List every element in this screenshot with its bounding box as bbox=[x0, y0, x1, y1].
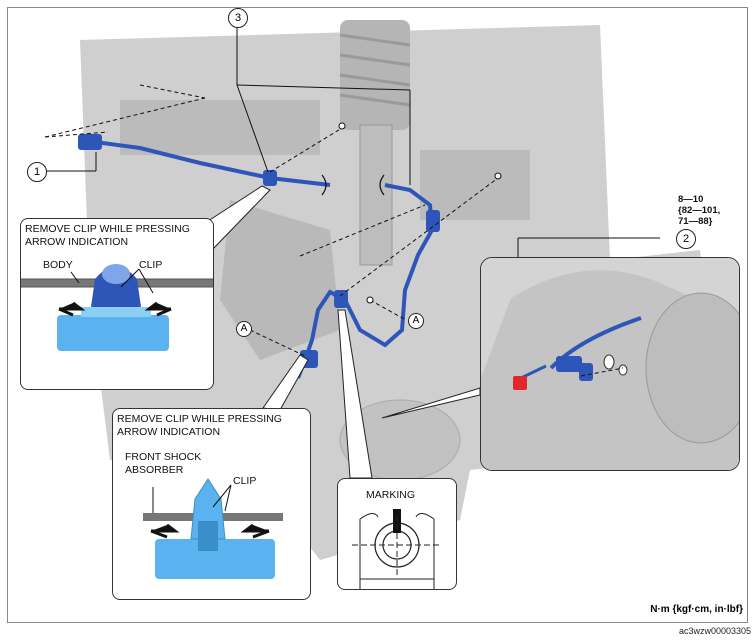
shock-label-2: ABSORBER bbox=[125, 464, 184, 476]
harness-clip-mid bbox=[334, 290, 348, 308]
unit-legend: N·m {kgf·cm, in·lbf} bbox=[650, 604, 743, 615]
inset-body-clip: REMOVE CLIP WHILE PRESSING ARROW INDICAT… bbox=[20, 218, 214, 390]
torque-nm: 8—10 bbox=[678, 194, 704, 205]
shock-absorber bbox=[359, 124, 393, 266]
shock-label-1: FRONT SHOCK bbox=[125, 451, 202, 463]
clip-label-shock: CLIP bbox=[233, 475, 257, 487]
clip-label-body: CLIP bbox=[139, 259, 163, 271]
torque-spec: 8—10 {82—101, 71—88} bbox=[678, 194, 720, 227]
inset-shock-title-1: REMOVE CLIP WHILE PRESSING bbox=[117, 413, 282, 425]
body-label: BODY bbox=[43, 259, 73, 271]
callout-1: 1 bbox=[27, 162, 47, 182]
reference-a-right: A bbox=[408, 313, 424, 329]
torque-inlbf: 71—88} bbox=[678, 216, 713, 227]
abs-harness-upper bbox=[79, 138, 331, 187]
inset-body-title-1: REMOVE CLIP WHILE PRESSING bbox=[25, 223, 190, 235]
connector-1 bbox=[78, 134, 102, 150]
inset-body-title-2: ARROW INDICATION bbox=[25, 236, 129, 248]
inset-marking: MARKING bbox=[337, 478, 457, 590]
harness-clip-upper bbox=[426, 210, 440, 232]
inset-shock-clip: REMOVE CLIP WHILE PRESSING ARROW INDICAT… bbox=[112, 408, 311, 600]
marking-label: MARKING bbox=[366, 489, 416, 501]
knuckle-bracket bbox=[220, 200, 340, 360]
figure-id: ac3wzw00003305 bbox=[678, 626, 751, 636]
harness-clip-body bbox=[263, 170, 277, 186]
callout-2: 2 bbox=[676, 229, 696, 249]
torque-kgfcm: {82—101, bbox=[678, 205, 721, 216]
knuckle-area bbox=[420, 150, 530, 220]
callout-3: 3 bbox=[228, 8, 248, 28]
reference-a-left: A bbox=[236, 321, 252, 337]
inset-connector-detail bbox=[480, 257, 740, 471]
inset-shock-title-2: ARROW INDICATION bbox=[117, 426, 221, 438]
frame-member bbox=[120, 100, 320, 155]
